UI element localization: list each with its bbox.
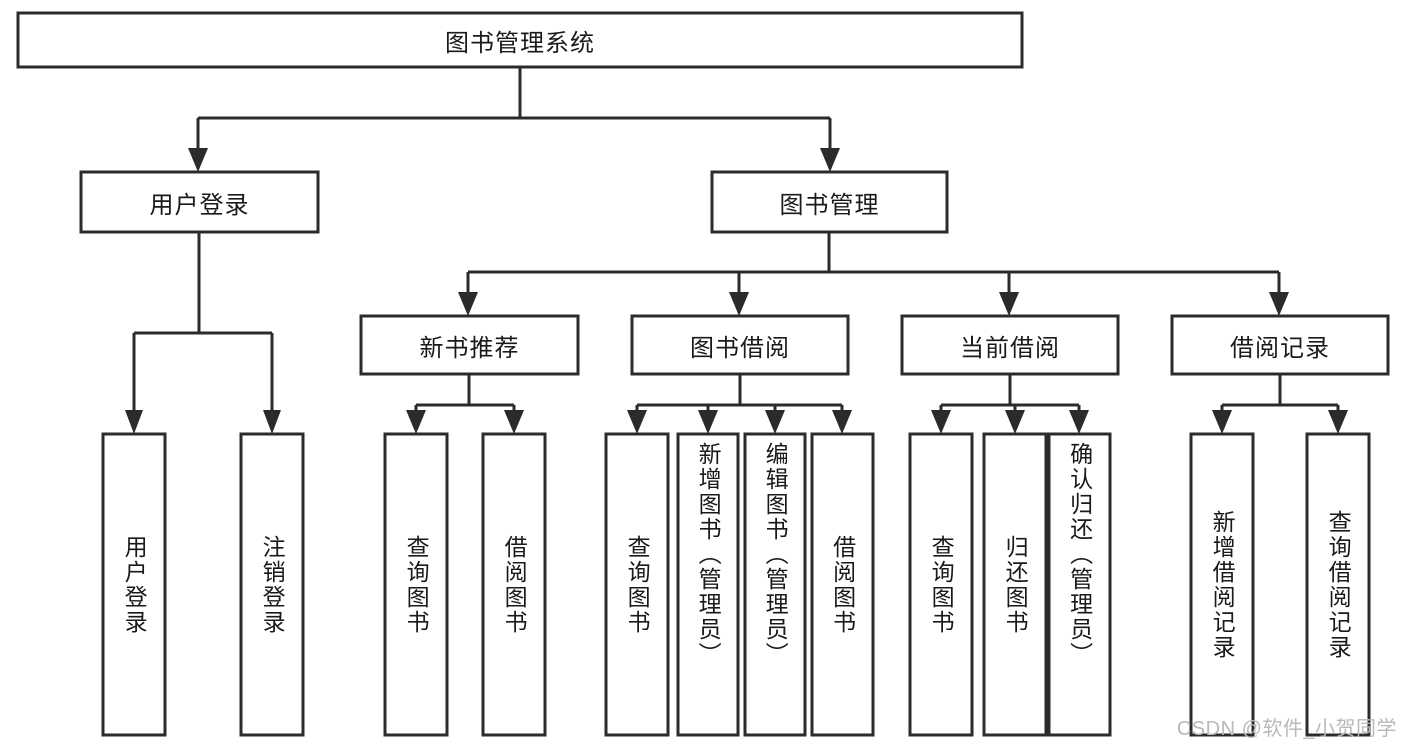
node-box-leaf-add-book-admin[interactable]: [676, 432, 740, 737]
node-box-leaf-query-borrow-record[interactable]: [1305, 432, 1371, 737]
arrow-head-leaf-borrow-book-new: [504, 410, 524, 434]
node-box-leaf-query-book-current[interactable]: [908, 432, 974, 737]
node-box-leaf-return-book[interactable]: [982, 432, 1048, 737]
connector-book-management-to-level3: [458, 232, 1289, 316]
arrow-head-leaf-query-borrow-record: [1328, 410, 1348, 434]
arrow-head-borrow-record: [1269, 292, 1289, 316]
node-box-root[interactable]: [16, 11, 1024, 69]
node-box-leaf-confirm-return-admin[interactable]: [1047, 432, 1112, 737]
arrow-head-new-book-recommend: [458, 292, 478, 316]
csdn-watermark: CSDN @软件_小贺同学: [1176, 718, 1397, 740]
arrow-head-leaf-confirm-return-admin: [1069, 410, 1089, 434]
node-box-book-borrow[interactable]: [630, 314, 850, 376]
arrow-head-leaf-user-login: [125, 410, 143, 434]
connector-new-book-recommend-to-leaves: [406, 374, 524, 434]
arrow-head-book-borrow: [729, 292, 749, 316]
arrow-head-leaf-add-borrow-record: [1212, 410, 1232, 434]
node-box-leaf-borrow-book[interactable]: [810, 432, 875, 737]
connector-root-to-level2: [188, 67, 840, 172]
node-box-leaf-edit-book-admin[interactable]: [743, 432, 807, 737]
node-box-leaf-user-login[interactable]: [101, 432, 167, 737]
arrow-head-leaf-query-book-current: [931, 410, 951, 434]
arrow-head-leaf-edit-book-admin: [765, 410, 785, 434]
node-box-user-login[interactable]: [79, 170, 320, 234]
connector-borrow-record-to-leaves: [1212, 374, 1348, 434]
node-box-borrow-record[interactable]: [1170, 314, 1390, 376]
node-box-leaf-query-book-borrow[interactable]: [604, 432, 670, 737]
connector-current-borrow-to-leaves: [931, 374, 1089, 434]
arrow-head-leaf-add-book-admin: [698, 410, 718, 434]
connector-book-borrow-to-leaves: [627, 374, 852, 434]
node-box-current-borrow[interactable]: [900, 314, 1120, 376]
arrow-head-leaf-return-book: [1005, 410, 1025, 434]
arrow-head-leaf-query-book-new: [406, 410, 426, 434]
node-box-leaf-add-borrow-record[interactable]: [1189, 432, 1255, 737]
node-box-book-management[interactable]: [710, 170, 949, 234]
node-box-leaf-logout-login[interactable]: [239, 432, 305, 737]
arrow-head-current-borrow: [999, 292, 1019, 316]
arrow-head-book-management: [820, 148, 840, 172]
node-box-new-book-recommend[interactable]: [359, 314, 580, 376]
arrow-head-user-login: [188, 148, 208, 172]
arrow-head-leaf-logout-login: [263, 410, 281, 434]
arrow-head-leaf-borrow-book: [832, 410, 852, 434]
node-box-leaf-query-book-new[interactable]: [383, 432, 449, 737]
connector-user-login-to-leaves: [125, 232, 281, 434]
node-box-leaf-borrow-book-new[interactable]: [481, 432, 547, 737]
arrow-head-leaf-query-book-borrow: [627, 410, 647, 434]
